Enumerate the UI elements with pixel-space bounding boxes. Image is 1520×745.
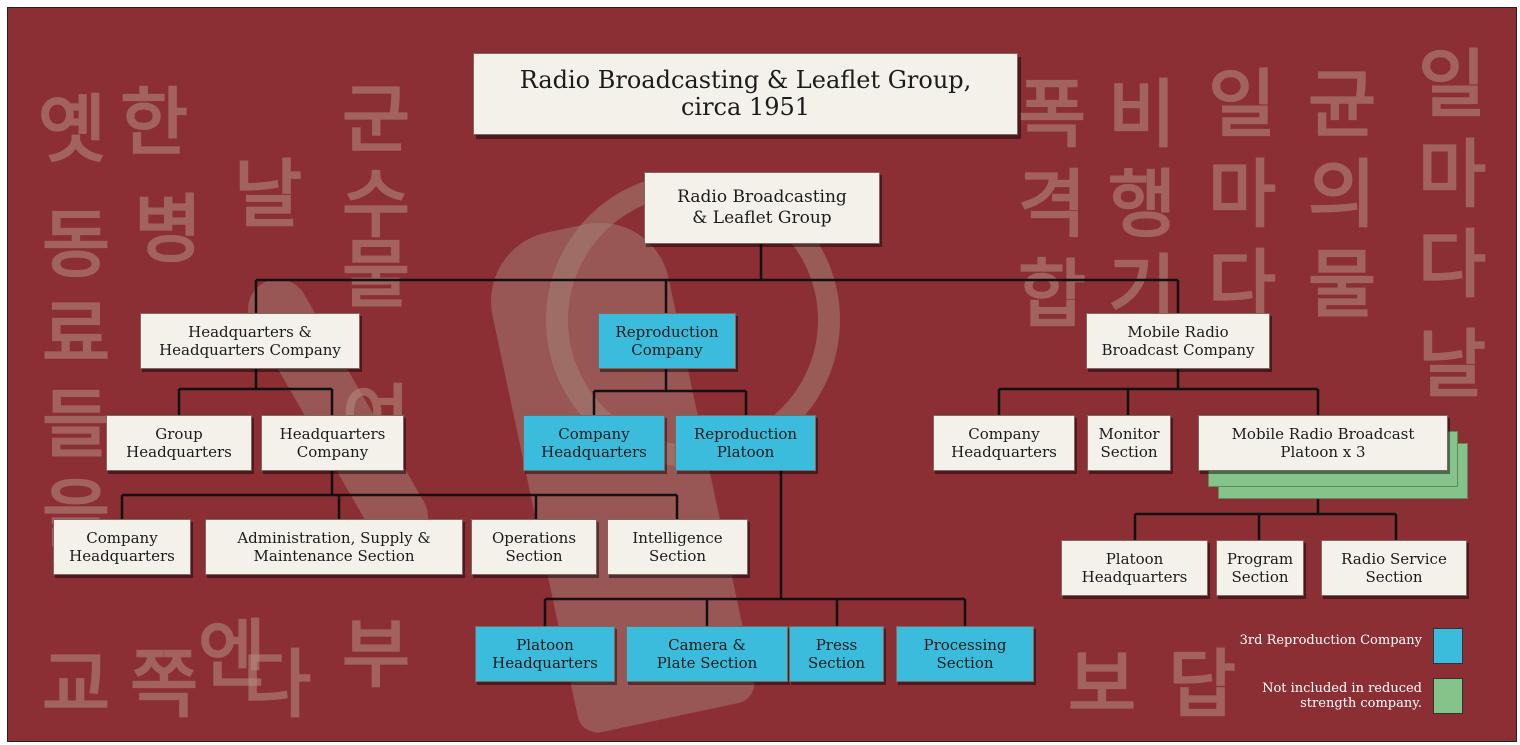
node-radio-service-section: Radio Service Section [1321,540,1467,596]
legend-reproduction-label: 3rd Reproduction Company [1239,633,1422,648]
node-group-headquarters: Group Headquarters [106,415,252,471]
node-headquarters-company: Headquarters & Headquarters Company [140,313,360,369]
node-intelligence-section: Intelligence Section [607,519,748,575]
node-mobile-radio-broadcast-company: Mobile Radio Broadcast Company [1086,313,1270,369]
node-mobile-company-headquarters: Company Headquarters [933,415,1075,471]
node-reproduction-company-headquarters: Company Headquarters [523,415,665,471]
legend-reproduction-swatch [1433,628,1463,664]
org-chart-canvas: 옛 한 동 병 날 군 수 물 료 들 을 교 쪽 엔 다 부 여 폭 격 합 … [7,7,1517,742]
node-administration-supply-maintenance: Administration, Supply & Maintenance Sec… [205,519,463,575]
legend-not-included-label: Not included in reduced strength company… [1262,681,1422,711]
node-reproduction-platoon-headquarters: Platoon Headquarters [475,626,615,682]
node-headquarters-company-unit: Headquarters Company [261,415,404,471]
node-hq-company-headquarters: Company Headquarters [53,519,191,575]
node-reproduction-platoon: Reproduction Platoon [675,415,816,471]
legend-not-included-swatch [1433,678,1463,714]
chart-title: Radio Broadcasting & Leaflet Group, circ… [473,53,1018,135]
node-mobile-radio-broadcast-platoon: Mobile Radio Broadcast Platoon x 3 [1198,415,1448,471]
node-reproduction-company: Reproduction Company [598,313,736,369]
node-processing-section: Processing Section [896,626,1034,682]
node-camera-plate-section: Camera & Plate Section [626,626,788,682]
node-press-section: Press Section [789,626,884,682]
node-program-section: Program Section [1216,540,1304,596]
connector-lines [120,244,1398,626]
node-operations-section: Operations Section [471,519,597,575]
node-mobile-platoon-headquarters: Platoon Headquarters [1061,540,1208,596]
node-monitor-section: Monitor Section [1087,415,1171,471]
node-radio-broadcasting-leaflet-group: Radio Broadcasting & Leaflet Group [644,172,880,244]
